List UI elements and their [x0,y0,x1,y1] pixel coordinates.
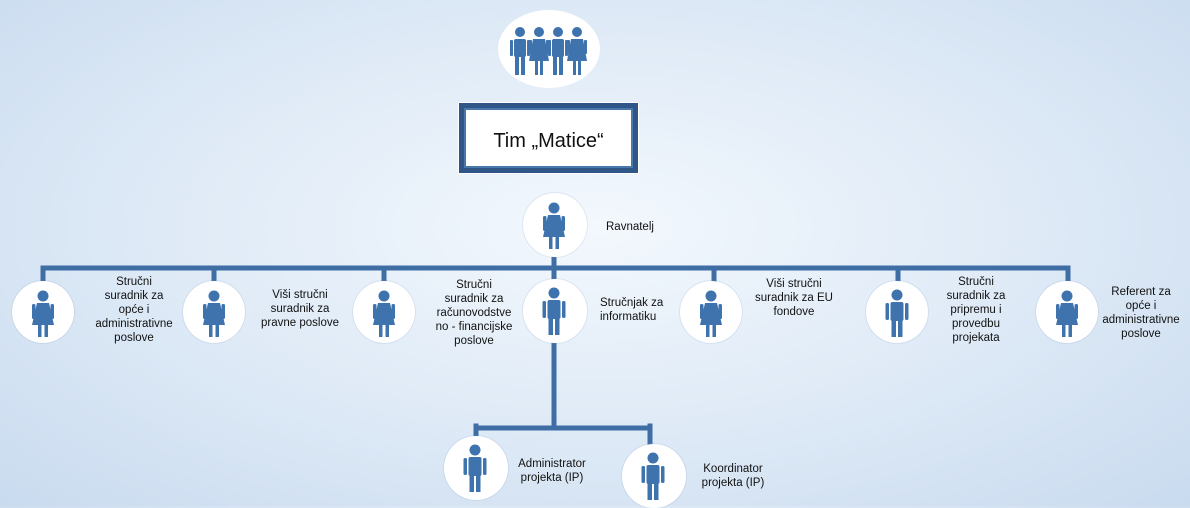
female-person-icon [32,290,54,337]
project-node-0 [444,436,508,500]
director-node [523,193,587,257]
staff-node-4 [680,281,742,343]
male-person-icon [885,289,909,337]
staff-label-5: Stručni suradnik za pripremu i provedbu … [946,276,1006,344]
male-person-icon [463,444,487,492]
staff-label-2: Stručni suradnik za računovodstve no - f… [435,279,513,347]
male-person-icon [542,287,566,335]
team-title: Tim „Matice“ [493,130,604,152]
female-person-icon [1056,290,1078,337]
staff-label-6: Referent za opće i administrativne poslo… [1102,286,1180,340]
staff-label-1: Viši stručni suradnik za pravne poslove [261,289,339,329]
team-title-box: Tim „Matice“ [459,103,638,173]
staff-label-0: Stručni suradnik za opće i administrativ… [95,276,173,344]
staff-label-4: Viši stručni suradnik za EU fondove [755,278,833,318]
staff-node-3 [523,279,587,343]
staff-node-1 [183,281,245,343]
staff-node-2 [353,281,415,343]
project-node-1 [622,444,686,508]
female-person-icon [543,202,565,249]
female-person-icon [373,290,395,337]
project-label-1: Koordinator projekta (IP) [701,463,765,489]
staff-node-0 [12,281,74,343]
director-label: Ravnatelj [606,221,654,233]
male-person-icon [641,452,665,500]
staff-node-6 [1036,281,1098,343]
staff-node-5 [866,281,928,343]
project-label-0: Administrator projekta (IP) [518,458,586,484]
female-person-icon [203,290,225,337]
staff-label-3: Stručnjak za informatiku [600,297,664,323]
team-group-icon [498,10,600,88]
female-person-icon [700,290,722,337]
